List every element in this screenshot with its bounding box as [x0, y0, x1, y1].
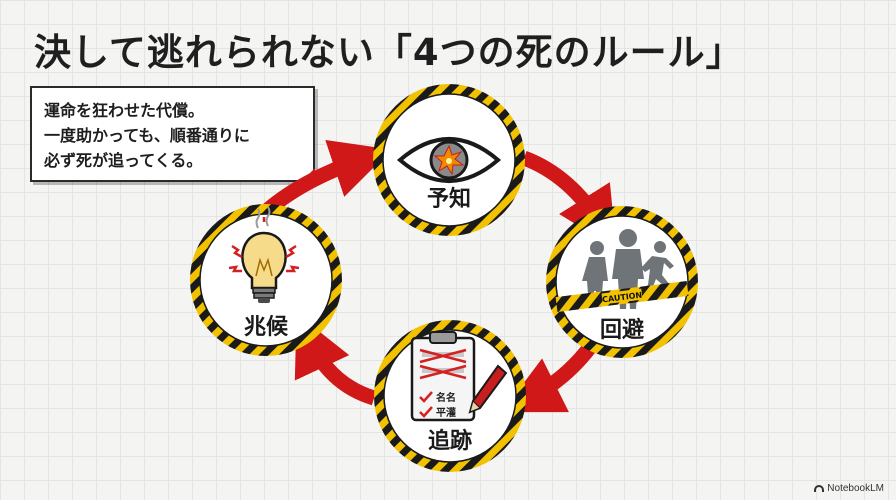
- brand-label: NotebookLM: [827, 483, 884, 494]
- eye-explosion-icon: [396, 137, 502, 183]
- notebooklm-logo-icon: [814, 485, 825, 492]
- clipboard-checklist-icon: 名名 平灌: [410, 331, 508, 422]
- node-label-prediction: 予知: [427, 186, 471, 212]
- arrow-pursuit-to-signs: [294, 313, 377, 406]
- note-line-2: 一度助かっても、順番通りに: [44, 126, 250, 145]
- form-item-1: 名名: [436, 391, 456, 404]
- node-prediction: 予知: [373, 84, 525, 236]
- node-avoidance: CAUTION 回避: [546, 206, 698, 358]
- note-line-1: 運命を狂わせた代償。: [44, 101, 205, 120]
- page-title: 決して逃れられない「4つの死のルール」: [34, 31, 744, 74]
- node-signs: 兆候: [190, 204, 342, 356]
- pen-icon: [468, 364, 508, 414]
- node-label-signs: 兆候: [244, 315, 289, 340]
- brand-watermark: NotebookLM: [814, 483, 884, 494]
- note-line-3: 必ず死が追ってくる。: [44, 151, 203, 170]
- node-label-avoidance: 回避: [600, 317, 644, 343]
- light-bulb-icon: [228, 206, 300, 303]
- node-pursuit: 名名 平灌 追跡: [374, 320, 526, 472]
- form-item-2: 平灌: [436, 406, 456, 419]
- node-label-pursuit: 追跡: [428, 428, 472, 454]
